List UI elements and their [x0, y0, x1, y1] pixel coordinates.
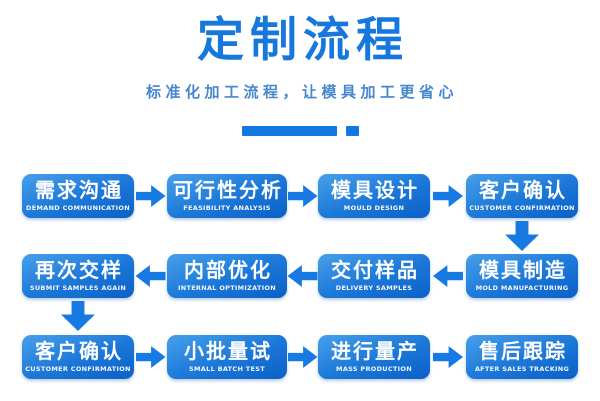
arrow-right-icon: [287, 185, 318, 207]
step-label-en: AFTER SALES TRACKING: [474, 365, 570, 374]
step-mold-manufacturing: 模具制造 MOLD MANUFACTURING: [466, 254, 578, 299]
step-label-zh: 模具设计: [331, 178, 419, 203]
arrow-down-icon: [61, 301, 95, 332]
step-label-en: CUSTOMER CONFIRMATION: [25, 365, 131, 374]
step-mould-design: 模具设计 MOULD DESIGN: [318, 174, 430, 219]
step-internal-optimization: 内部优化 INTERNAL OPTIMIZATION: [167, 254, 287, 299]
arrow-right-icon: [287, 346, 318, 368]
step-label-zh: 客户确认: [479, 178, 567, 203]
page-title: 定制流程: [197, 13, 409, 68]
arrow-right-icon: [135, 346, 166, 368]
step-mass-production: 进行量产 MASS PRODUCTION: [318, 335, 430, 380]
decoration-bar: [241, 126, 337, 137]
step-label-en: MASS PRODUCTION: [336, 365, 412, 374]
decoration-square: [345, 126, 359, 137]
arrow-left-icon: [433, 265, 463, 287]
step-label-en: SMALL BATCH TEST: [189, 365, 265, 374]
step-customer-confirmation-1: 客户确认 CUSTOMER CONFIRMATION: [466, 174, 578, 219]
step-label-zh: 售后跟踪: [479, 339, 567, 364]
step-feasibility-analysis: 可行性分析 FEASIBILITY ANALYSIS: [167, 174, 287, 219]
arrow-right-icon: [135, 185, 166, 207]
step-label-en: CUSTOMER CONFIRMATION: [469, 204, 575, 213]
step-label-zh: 客户确认: [35, 339, 123, 364]
step-customer-confirmation-2: 客户确认 CUSTOMER CONFIRMATION: [22, 335, 134, 380]
step-label-zh: 交付样品: [331, 258, 419, 283]
step-demand-communication: 需求沟通 DEMAND COMMUNICATION: [22, 174, 134, 219]
title-underline-decoration: [0, 126, 600, 137]
step-label-zh: 可行性分析: [173, 178, 283, 203]
arrow-right-icon: [433, 346, 463, 368]
step-delivery-samples: 交付样品 DELIVERY SAMPLES: [318, 254, 430, 299]
process-flow-diagram: 需求沟通 DEMAND COMMUNICATION 可行性分析 FEASIBIL…: [22, 174, 578, 380]
arrow-left-icon: [287, 265, 318, 287]
step-label-zh: 进行量产: [331, 339, 419, 364]
step-after-sales-tracking: 售后跟踪 AFTER SALES TRACKING: [466, 335, 578, 380]
step-label-en: DEMAND COMMUNICATION: [26, 204, 130, 213]
header: 定制流程 标准化加工流程，让模具加工更省心: [0, 0, 600, 102]
step-label-zh: 小批量试: [184, 339, 272, 364]
step-label-en: INTERNAL OPTIMIZATION: [178, 284, 276, 293]
step-submit-samples-again: 再次交样 SUBMIT SAMPLES AGAIN: [22, 254, 134, 299]
step-label-zh: 再次交样: [35, 258, 123, 283]
arrow-left-icon: [135, 265, 166, 287]
step-label-zh: 内部优化: [184, 258, 272, 283]
step-label-en: MOLD MANUFACTURING: [475, 284, 569, 293]
step-label-zh: 模具制造: [479, 258, 567, 283]
step-label-en: FEASIBILITY ANALYSIS: [183, 204, 271, 213]
arrow-right-icon: [433, 185, 463, 207]
step-label-en: SUBMIT SAMPLES AGAIN: [29, 284, 127, 293]
step-label-en: DELIVERY SAMPLES: [335, 284, 413, 293]
step-label-zh: 需求沟通: [35, 178, 123, 203]
page-subtitle: 标准化加工流程，让模具加工更省心: [145, 83, 458, 102]
step-small-batch-test: 小批量试 SMALL BATCH TEST: [167, 335, 287, 380]
arrow-down-icon: [505, 221, 539, 252]
step-label-en: MOULD DESIGN: [343, 204, 405, 213]
